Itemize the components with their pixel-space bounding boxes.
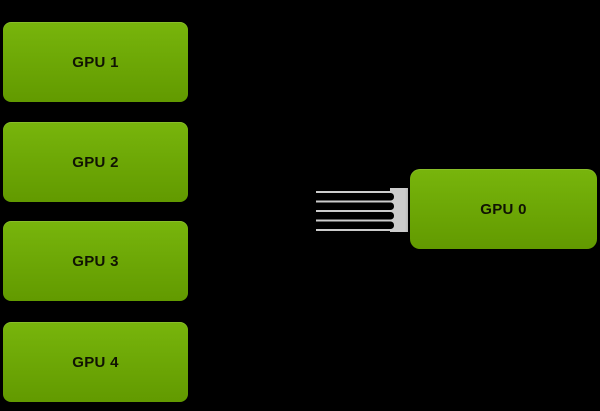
gpu2-box: GPU 2: [3, 122, 188, 202]
bus-connector-icon: [316, 188, 408, 232]
gpu1-box: GPU 1: [3, 22, 188, 102]
gpu4-box: GPU 4: [3, 322, 188, 402]
gpu3-box: GPU 3: [3, 221, 188, 301]
gpu2-label: GPU 2: [72, 153, 119, 171]
gpu0-box: GPU 0: [410, 169, 597, 249]
gpu0-label: GPU 0: [480, 200, 527, 218]
gpu3-label: GPU 3: [72, 252, 119, 270]
gpu4-label: GPU 4: [72, 353, 119, 371]
gpu1-label: GPU 1: [72, 53, 119, 71]
